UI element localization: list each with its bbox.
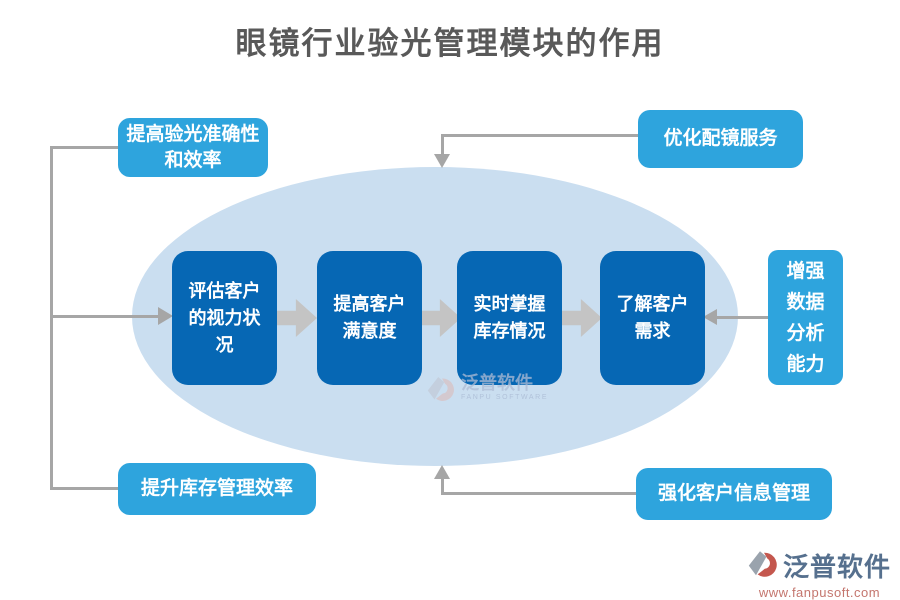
connector-top-left-horizontal bbox=[50, 146, 118, 149]
process-node-satisfaction: 提高客户满意度 bbox=[317, 251, 422, 385]
arrowhead-right-icon bbox=[158, 307, 173, 325]
outer-node-label: 强化客户信息管理 bbox=[657, 483, 810, 504]
outer-node-label: 优化配镜服务 bbox=[663, 128, 778, 149]
outer-node-fitting-service: 优化配镜服务 bbox=[638, 110, 803, 168]
arrowhead-down-icon bbox=[434, 154, 450, 168]
outer-node-customer-info: 强化客户信息管理 bbox=[636, 468, 832, 520]
connector-mid-horizontal bbox=[50, 315, 160, 318]
footer-url: www.fanpusoft.com bbox=[758, 585, 881, 600]
connector-bottom-left-horizontal bbox=[50, 487, 118, 490]
process-node-label: 实时掌握库存情况 bbox=[473, 294, 546, 341]
connector-top-right-horizontal bbox=[441, 134, 638, 137]
outer-node-label: 和效率 bbox=[164, 149, 222, 171]
watermark-logo-icon bbox=[427, 374, 457, 409]
outer-node-label: 能力 bbox=[786, 353, 825, 375]
arrowhead-left-icon bbox=[703, 309, 717, 325]
brand-logo-icon bbox=[748, 548, 780, 585]
page-title: 眼镜行业验光管理模块的作用 bbox=[235, 26, 665, 61]
outer-node-label: 提升库存管理效率 bbox=[140, 478, 293, 499]
process-node-label: 了解客户需求 bbox=[616, 294, 689, 341]
footer-brand-name: 泛普软件 bbox=[783, 551, 892, 582]
watermark-brand-en: FANPU SOFTWARE bbox=[461, 394, 549, 401]
connector-top-right-vertical bbox=[441, 134, 444, 156]
watermark-brand-cn: 泛普软件 bbox=[461, 373, 533, 393]
outer-node-data-analysis: 增强 数据 分析 能力 bbox=[768, 250, 843, 385]
outer-node-inventory-efficiency: 提升库存管理效率 bbox=[118, 463, 316, 515]
footer-brand-block: 泛普软件 www.fanpusoft.com bbox=[748, 548, 891, 600]
process-node-label: 评估客户的视力状况 bbox=[188, 280, 261, 355]
outer-node-label: 分析 bbox=[786, 322, 825, 344]
connector-bottom-right-vertical bbox=[441, 479, 444, 495]
arrowhead-up-icon bbox=[434, 465, 450, 479]
connector-left-vertical bbox=[50, 146, 53, 490]
connector-right-horizontal bbox=[714, 316, 768, 319]
process-node-assess-vision: 评估客户的视力状况 bbox=[172, 251, 277, 385]
process-node-inventory: 实时掌握库存情况 bbox=[457, 251, 562, 385]
outer-node-accuracy: 提高验光准确性 和效率 bbox=[118, 118, 268, 177]
outer-node-label: 数据 bbox=[786, 291, 825, 313]
outer-node-label: 提高验光准确性 bbox=[126, 123, 260, 145]
process-node-customer-needs: 了解客户需求 bbox=[600, 251, 705, 385]
process-node-label: 提高客户满意度 bbox=[333, 294, 406, 341]
outer-node-label: 增强 bbox=[786, 260, 825, 282]
connector-bottom-right-horizontal bbox=[441, 492, 638, 495]
watermark: 泛普软件 FANPU SOFTWARE bbox=[427, 374, 548, 409]
